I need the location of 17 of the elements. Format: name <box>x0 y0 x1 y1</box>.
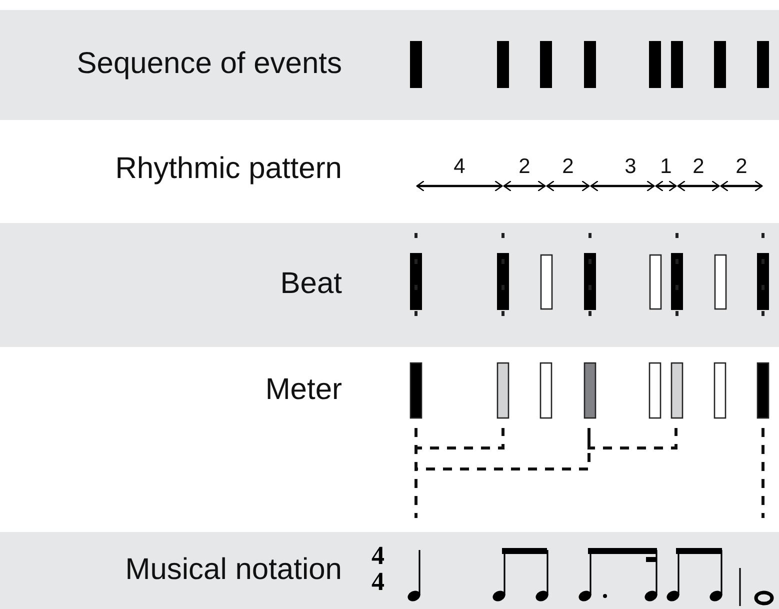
row-band <box>0 223 779 347</box>
row-label: Rhythmic pattern <box>115 152 342 186</box>
interval-number: 2 <box>561 155 575 179</box>
row-band <box>0 10 779 120</box>
time-signature-digit: 4 <box>370 543 386 569</box>
time-signature-digit: 4 <box>370 569 386 595</box>
row-label: Sequence of events <box>76 47 342 81</box>
interval-number: 2 <box>692 155 706 179</box>
row-band <box>0 532 779 609</box>
interval-number: 1 <box>659 155 673 179</box>
interval-number: 4 <box>452 155 466 179</box>
row-label: Musical notation <box>125 552 342 586</box>
row-label: Meter <box>265 373 342 407</box>
interval-number: 2 <box>734 155 748 179</box>
row-label: Beat <box>280 267 342 301</box>
interval-number: 3 <box>624 155 638 179</box>
interval-number: 2 <box>518 155 532 179</box>
